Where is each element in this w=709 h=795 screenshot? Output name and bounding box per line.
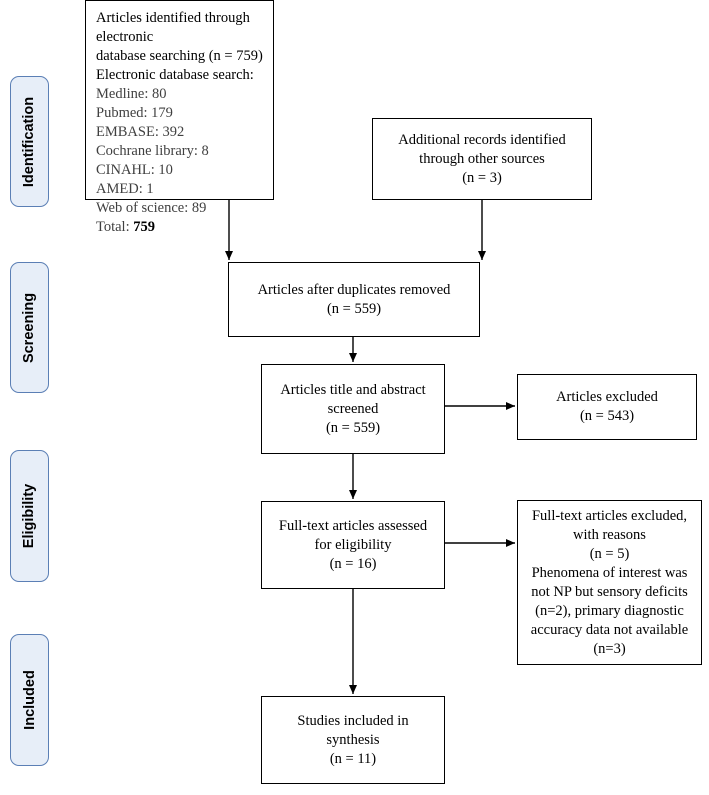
screened-box: Articles title and abstract screened (n …: [261, 364, 445, 454]
excluded-line: Articles excluded: [556, 389, 658, 405]
fulltext-excluded-count: (n = 5): [589, 545, 630, 562]
fulltext-assessed-box: Full-text articles assessed for eligibil…: [261, 501, 445, 589]
database-item: Pubmed: 179: [96, 105, 173, 121]
fulltext-count: (n = 16): [329, 555, 377, 572]
fulltext-excluded-reason: not NP but sensory deficits: [531, 583, 688, 600]
identification-line-1: Articles identified through electronic: [96, 10, 250, 45]
fulltext-excluded-line: with reasons: [573, 526, 646, 543]
fulltext-excluded-reason: (n=2), primary diagnostic: [535, 602, 684, 619]
additional-count: (n = 3): [462, 169, 502, 186]
articles-excluded-box: Articles excluded (n = 543): [517, 374, 697, 440]
screened-line: Articles title and abstract: [280, 381, 426, 398]
included-line: synthesis: [326, 731, 380, 748]
duplicates-removed-box: Articles after duplicates removed (n = 5…: [228, 262, 480, 337]
database-heading: Electronic database search:: [96, 67, 254, 83]
database-item: Web of science: 89: [96, 200, 207, 216]
fulltext-excluded-reason: accuracy data not available: [530, 621, 689, 638]
screened-line: screened: [327, 400, 379, 417]
identification-line-2: database searching (n = 759): [96, 48, 263, 64]
fulltext-line: for eligibility: [314, 536, 392, 553]
additional-line: through other sources: [419, 150, 545, 167]
total-label: Total:: [96, 219, 130, 235]
excluded-count: (n = 543): [579, 408, 635, 424]
duplicates-line: Articles after duplicates removed: [257, 281, 451, 298]
additional-records-box: Additional records identified through ot…: [372, 118, 592, 200]
fulltext-excluded-reason: Phenomena of interest was: [531, 564, 688, 581]
screened-count: (n = 559): [325, 419, 381, 436]
identification-box: Articles identified through electronic d…: [85, 0, 274, 235]
fulltext-excluded-reason: (n=3): [593, 640, 626, 657]
database-item: AMED: 1: [96, 181, 154, 197]
duplicates-count: (n = 559): [326, 300, 382, 317]
stage-screening: Screening: [10, 262, 49, 393]
included-line: Studies included in: [297, 712, 409, 729]
stage-eligibility: Eligibility: [10, 450, 49, 582]
total-value: 759: [133, 219, 155, 235]
fulltext-excluded-box: Full-text articles excluded, with reason…: [517, 500, 702, 665]
fulltext-excluded-line: Full-text articles excluded,: [531, 507, 688, 524]
database-item: Medline: 80: [96, 86, 167, 102]
database-item: EMBASE: 392: [96, 124, 185, 140]
stage-identification: Identification: [10, 76, 49, 207]
stage-included: Included: [10, 634, 49, 766]
fulltext-line: Full-text articles assessed: [278, 517, 428, 534]
database-item: CINAHL: 10: [96, 162, 173, 178]
total-row: Total: 759: [96, 218, 273, 237]
studies-included-box: Studies included in synthesis (n = 11): [261, 696, 445, 784]
additional-line: Additional records identified: [398, 131, 566, 148]
included-count: (n = 11): [329, 750, 377, 767]
database-item: Cochrane library: 8: [96, 143, 209, 159]
